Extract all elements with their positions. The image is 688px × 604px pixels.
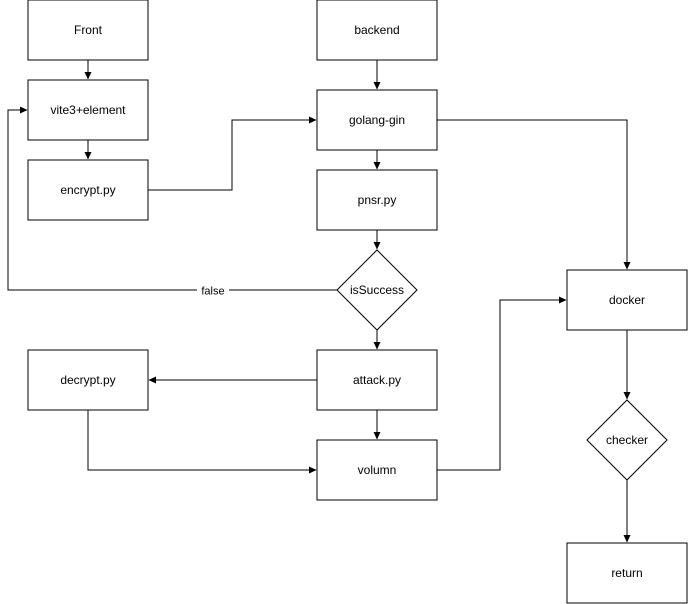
node-volumn-label: volumn (358, 463, 397, 477)
node-encrypt-label: encrypt.py (60, 183, 115, 197)
edge-golang-to-docker (437, 119, 631, 270)
node-checker: checker (586, 399, 668, 481)
node-decrypt: decrypt.py (27, 349, 149, 411)
node-issuccess: isSuccess (336, 249, 418, 331)
edge-label-false: false (197, 283, 229, 298)
node-pnsr: pnsr.py (316, 169, 438, 231)
node-return: return (566, 542, 688, 604)
edge-volumn-to-docker (437, 296, 567, 471)
node-volumn: volumn (316, 439, 438, 501)
node-front-box (27, 0, 149, 61)
node-volumn-box (316, 439, 438, 501)
node-decrypt-label: decrypt.py (60, 373, 115, 387)
node-backend-label: backend (354, 23, 399, 37)
node-checker-diamond (586, 399, 668, 481)
node-decrypt-box (27, 349, 149, 411)
node-backend-box (316, 0, 438, 61)
node-attack-label: attack.py (353, 373, 401, 387)
edges (7, 60, 631, 543)
edge-encrypt-to-golang (148, 116, 317, 191)
node-return-box (566, 542, 688, 604)
node-docker: docker (566, 269, 688, 331)
node-backend: backend (316, 0, 438, 61)
node-docker-box (566, 269, 688, 331)
node-vite-label: vite3+element (50, 103, 126, 117)
node-front-label: Front (74, 23, 103, 37)
edge-issuccess-false-to-vite (7, 106, 337, 291)
node-attack-box (316, 349, 438, 411)
node-pnsr-box (316, 169, 438, 231)
node-docker-label: docker (609, 293, 645, 307)
node-attack: attack.py (316, 349, 438, 411)
node-golang: golang-gin (316, 89, 438, 151)
node-issuccess-diamond (336, 249, 418, 331)
node-vite-box (27, 79, 149, 141)
node-pnsr-label: pnsr.py (358, 193, 397, 207)
node-front: Front (27, 0, 149, 61)
node-encrypt-box (27, 159, 149, 221)
node-issuccess-label: isSuccess (350, 283, 404, 297)
node-return-label: return (611, 566, 642, 580)
edge-label-text: false (201, 286, 224, 298)
edge-label-background (197, 283, 229, 297)
node-encrypt: encrypt.py (27, 159, 149, 221)
edge-decrypt-to-volumn (87, 410, 317, 474)
node-checker-label: checker (606, 433, 648, 447)
node-golang-box (316, 89, 438, 151)
node-golang-label: golang-gin (349, 113, 405, 127)
node-vite: vite3+element (27, 79, 149, 141)
